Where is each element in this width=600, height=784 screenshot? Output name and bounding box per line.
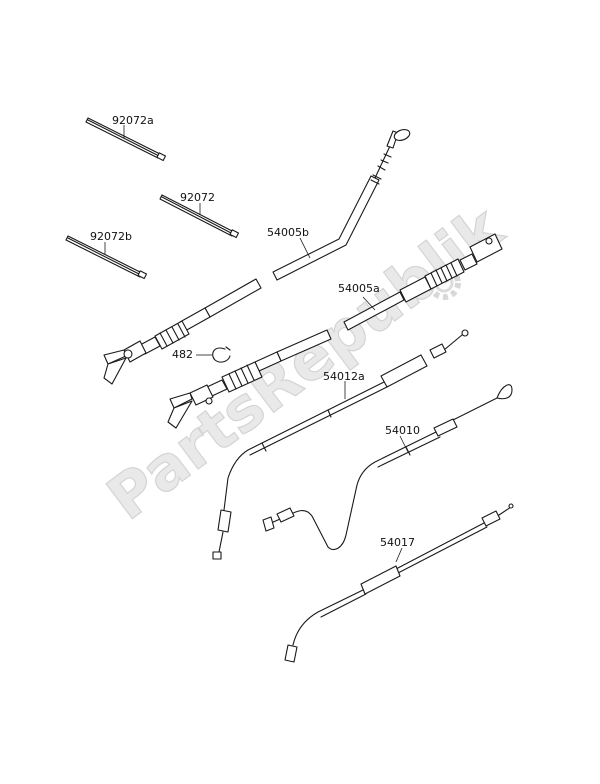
cable-54012a[interactable] <box>212 329 469 560</box>
label-92072[interactable]: 92072 <box>180 191 215 204</box>
cable-54017[interactable] <box>284 503 514 663</box>
label-92072a[interactable]: 92072a <box>112 114 154 127</box>
label-54012a[interactable]: 54012a <box>323 370 365 383</box>
leader-54005b <box>299 237 311 259</box>
watermark-text: PartsRepublik <box>95 192 517 534</box>
cable-tie-92072[interactable] <box>159 194 240 239</box>
watermark: PartsRepublik <box>94 191 517 534</box>
leader-54010 <box>399 435 409 453</box>
cable-assembly-upper[interactable] <box>103 278 262 385</box>
label-54005b[interactable]: 54005b <box>267 226 309 239</box>
cable-54005b[interactable] <box>272 128 411 281</box>
clip-482[interactable] <box>212 346 231 363</box>
label-54010[interactable]: 54010 <box>385 424 420 437</box>
cable-tie-92072a[interactable] <box>85 117 167 162</box>
leader-54017 <box>395 547 403 563</box>
cable-assembly-lower[interactable] <box>167 329 332 429</box>
label-482[interactable]: 482 <box>172 348 193 361</box>
cable-tie-92072b[interactable] <box>65 235 148 280</box>
cable-54010[interactable] <box>262 384 513 551</box>
cable-54005a[interactable] <box>343 233 503 331</box>
leader-54005a <box>362 296 376 311</box>
label-92072b[interactable]: 92072b <box>90 230 132 243</box>
label-54005a[interactable]: 54005a <box>338 282 380 295</box>
label-54017[interactable]: 54017 <box>380 536 415 549</box>
